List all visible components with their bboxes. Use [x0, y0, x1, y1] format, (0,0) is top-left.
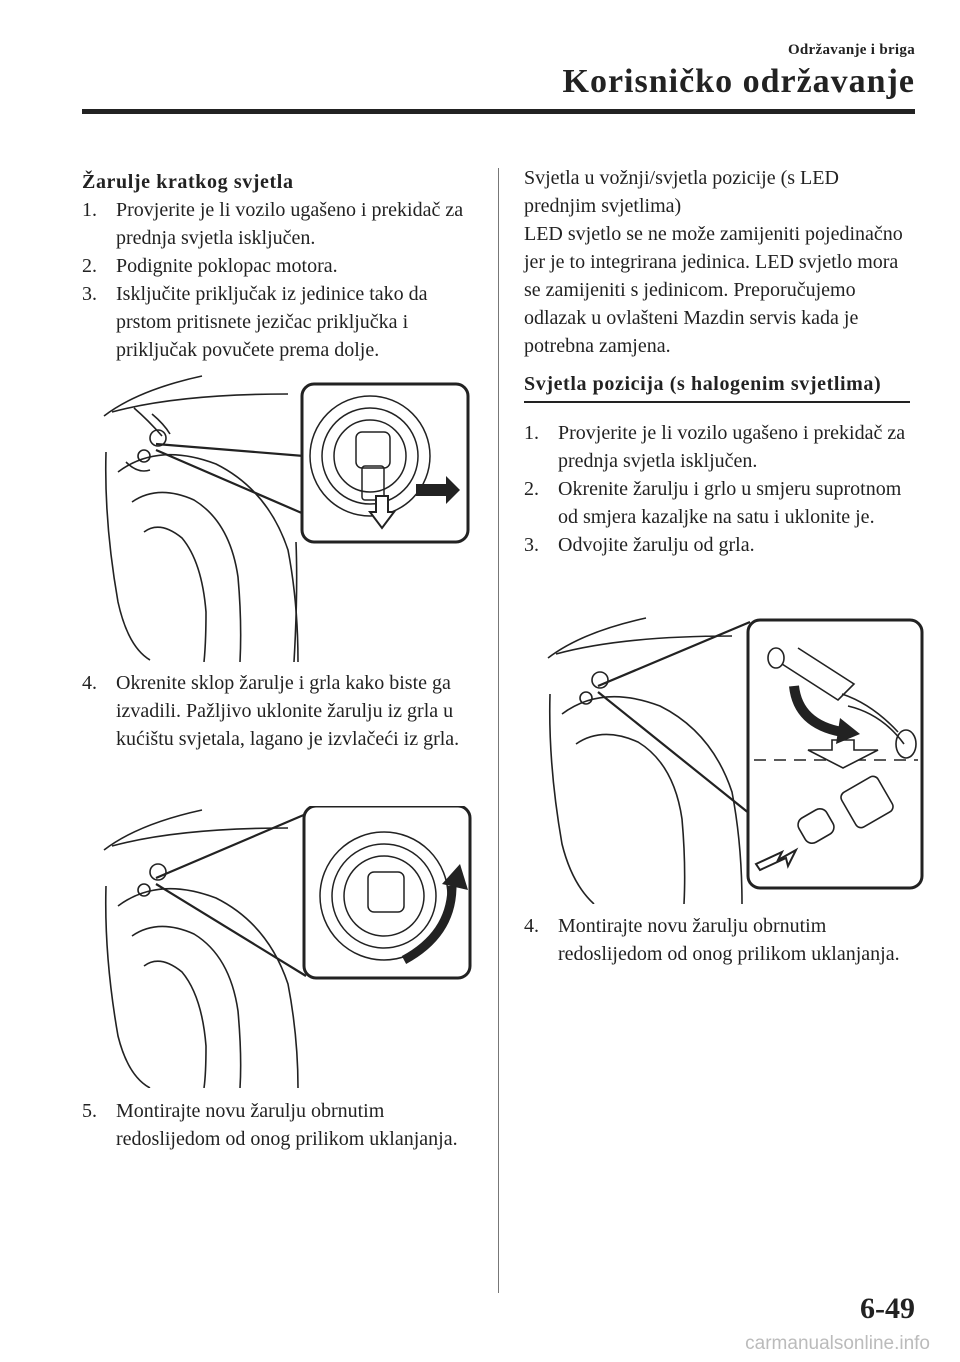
page-title: Korisničko održavanje: [562, 63, 915, 100]
figure-bulb-rotate: [103, 806, 472, 1088]
step-text: Montirajte novu žarulju obrnutim redosli…: [558, 915, 900, 965]
section-heading-position-lights: Svjetla pozicija (s halogenim svjetlima): [524, 370, 910, 403]
step-text: Odvojite žarulju od grla.: [558, 534, 755, 556]
step-item: 1. Provjerite je li vozilo ugašeno i prek…: [524, 419, 910, 475]
section-label: Održavanje i briga: [787, 42, 915, 58]
spacer: [524, 360, 910, 370]
led-subtitle: Svjetla u vožnji/svjetla pozicije (s LED…: [524, 167, 839, 217]
step-number: 1.: [82, 199, 97, 221]
step-number: 4.: [82, 672, 97, 694]
figure-connector-removal: [103, 375, 470, 662]
step-text: Podignite poklopac motora.: [116, 255, 338, 277]
step-number: 3.: [82, 283, 97, 305]
step-text: Provjerite je li vozilo ugašeno i prekid…: [116, 199, 464, 249]
step-text: Isključite priključak iz jedinice tako d…: [116, 283, 428, 361]
step-number: 3.: [524, 534, 539, 556]
step-item: 2. Podignite poklopac motora.: [82, 252, 482, 280]
led-paragraph: LED svjetlo se ne može zamijeniti pojedi…: [524, 223, 903, 357]
step-number: 5.: [82, 1100, 97, 1122]
figure-position-bulb: [547, 617, 924, 904]
left-column: Žarulje kratkog svjetla 1. Provjerite je …: [82, 168, 482, 364]
step-item: 3. Isključite priključak iz jedinice tako…: [82, 280, 482, 364]
step-item: 4. Okrenite sklop žarulje i grla kako bis…: [82, 669, 482, 753]
column-divider: [498, 168, 499, 1293]
step-number: 2.: [524, 478, 539, 500]
header-rule: [82, 109, 915, 114]
step-item: 2. Okrenite žarulju i grlo u smjeru supro…: [524, 475, 910, 531]
right-column: Svjetla u vožnji/svjetla pozicije (s LED…: [524, 164, 910, 559]
step-number: 1.: [524, 422, 539, 444]
step-text: Okrenite žarulju i grlo u smjeru suprotn…: [558, 478, 902, 528]
step-item: 5. Montirajte novu žarulju obrnutim redos…: [82, 1097, 482, 1153]
watermark: carmanualsonline.info: [745, 1333, 930, 1354]
right-step-4: 4. Montirajte novu žarulju obrnutim redos…: [524, 912, 910, 968]
step-item: 1. Provjerite je li vozilo ugašeno i prek…: [82, 196, 482, 252]
step-text: Provjerite je li vozilo ugašeno i prekid…: [558, 422, 906, 472]
step-text: Montirajte novu žarulju obrnutim redosli…: [116, 1100, 458, 1150]
step-text: Okrenite sklop žarulje i grla kako biste…: [116, 672, 460, 750]
step-number: 4.: [524, 915, 539, 937]
step-item: 4. Montirajte novu žarulju obrnutim redos…: [524, 912, 910, 968]
spacer: [524, 403, 910, 419]
step-number: 2.: [82, 255, 97, 277]
left-step-4: 4. Okrenite sklop žarulje i grla kako bis…: [82, 669, 482, 753]
left-step-5: 5. Montirajte novu žarulju obrnutim redos…: [82, 1097, 482, 1153]
section-heading-low-beam: Žarulje kratkog svjetla: [82, 171, 294, 193]
page-number: 6-49: [860, 1292, 915, 1325]
step-item: 3. Odvojite žarulju od grla.: [524, 531, 910, 559]
